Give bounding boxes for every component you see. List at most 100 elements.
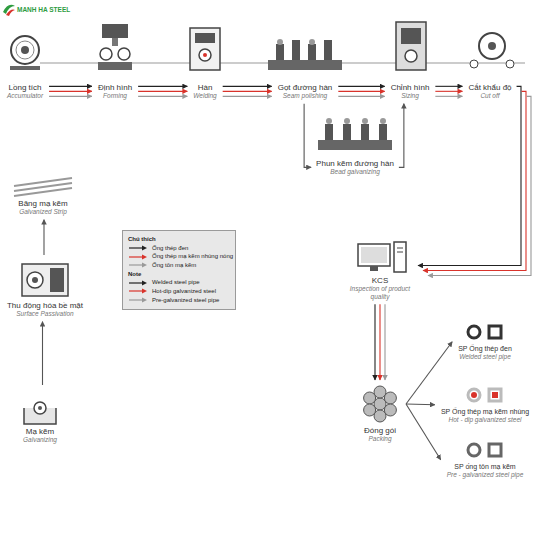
seam-polishing-icon: [308, 44, 316, 60]
process-step: Gọt đường hànSeam polishing: [276, 82, 335, 101]
flow-connector: [338, 91, 384, 92]
step-label: Thu động hóa bề mặt: [7, 301, 83, 310]
step-label: SP Ống thép mạ kẽm nhúng: [441, 408, 529, 416]
legend-line-sample: [142, 280, 147, 285]
step-label: Lồng tích: [7, 83, 43, 92]
step-label-english: Welding: [193, 92, 216, 99]
flow-connector: [423, 91, 526, 270]
forming-icon: [112, 38, 118, 46]
flow-connector: [49, 91, 92, 92]
flow-connector: [406, 404, 435, 406]
legend-line-sample: [129, 247, 143, 248]
pipe-bundle-icon: [364, 386, 397, 422]
bead-galvanizing-icon: [343, 124, 351, 140]
cut-off-icon: [488, 42, 496, 50]
legend-line-sample: [142, 254, 147, 259]
sizing-icon: [405, 50, 417, 62]
bead-galvanizing-icon: [361, 124, 369, 140]
flow-connector: [374, 304, 375, 380]
seam-polishing-icon: [268, 39, 342, 70]
process-step: Cắt khẩu độCut off: [466, 82, 513, 101]
welding-icon: [203, 53, 207, 57]
step-label-english: Galvanizing: [23, 436, 57, 443]
flow-connector: [138, 96, 187, 97]
step-label-english: Accumulator: [7, 92, 43, 99]
legend-text: Hot-dip galvanized steel: [152, 287, 216, 296]
flow-connector: [428, 96, 531, 275]
pre-galvanized-pipe-icon: [468, 444, 501, 456]
step-label-english: Inspection of product quality: [347, 285, 413, 300]
sizing-icon: [396, 22, 426, 70]
passivation-icon: [22, 264, 68, 296]
flow-connector: [138, 86, 187, 96]
process-step: Thu động hóa bề mặtSurface Passivation: [5, 258, 85, 319]
cut-off-icon: [506, 60, 514, 68]
flow-connector: [49, 96, 92, 97]
legend-text: Ống tôn mạ kẽm: [152, 261, 196, 270]
forming-icon: [118, 48, 130, 60]
bead-galvanizing-icon: [318, 118, 392, 150]
computer-icon: [361, 247, 387, 263]
galvanizing-bath-icon: [24, 402, 56, 424]
hot-dip-pipe-icon: [468, 389, 480, 401]
step-label: SP Ống thép đen: [458, 345, 512, 353]
legend-line-sample: [128, 280, 148, 286]
seam-polishing-icon: [309, 39, 315, 45]
legend-line-sample: [129, 300, 143, 301]
step-label: Hàn: [193, 83, 216, 92]
welding-icon: [190, 28, 220, 70]
pipe-bundle-icon: [384, 404, 396, 416]
pipe-bundle-icon: [364, 404, 376, 416]
passivation-icon: [50, 268, 64, 292]
flow-connector: [304, 104, 311, 168]
flow-connector: [406, 403, 435, 405]
step-label: Phun kẽm đường hàn: [316, 159, 394, 168]
flow-connector: [435, 91, 462, 92]
passivation-icon: [22, 264, 68, 296]
process-step: KCSInspection of product quality: [345, 240, 415, 301]
legend-line-sample: [142, 246, 147, 251]
flow-connector: [418, 86, 521, 265]
forming-icon: [100, 48, 112, 60]
flow-connector: [49, 86, 92, 87]
flow-connector: [399, 104, 404, 168]
computer-icon: [397, 248, 403, 249]
legend-line-sample: [129, 265, 143, 266]
computer-icon: [358, 244, 390, 266]
legend-text: Ống thép đen: [152, 244, 188, 253]
legend-row: Ống thép mạ kẽm nhúng nóng: [128, 252, 230, 261]
step-label-english: Packing: [359, 435, 401, 442]
legend-row: Welded steel pipe: [128, 278, 230, 287]
legend-line-sample: [142, 263, 147, 268]
galvanized-strip-icon: [14, 178, 72, 196]
brand-name: MANH HA STEEL: [17, 6, 70, 13]
step-label-english: Sizing: [391, 92, 430, 99]
flow-connector: [138, 91, 187, 92]
flow-connector: [406, 342, 452, 404]
accumulator-icon: [21, 46, 29, 54]
welding-icon: [195, 33, 215, 43]
black-pipe-icon: [489, 326, 501, 338]
cut-off-icon: [470, 60, 478, 68]
legend-line-sample: [142, 298, 147, 303]
forming-icon: [102, 24, 128, 38]
flow-connector: [418, 86, 531, 275]
flow-connector: [384, 304, 385, 380]
galvanized-strip-icon: [14, 188, 72, 196]
flow-connector: [379, 304, 380, 380]
flow-connector: [435, 86, 462, 96]
step-label: Chỉnh hình: [391, 83, 430, 92]
flow-connector: [399, 104, 404, 168]
step-label-english: Galvanized Strip: [18, 208, 67, 215]
bead-galvanizing-icon: [325, 124, 333, 140]
step-label-english: Forming: [98, 92, 132, 99]
pre-galvanized-pipe-icon: [489, 444, 501, 456]
step-label: Gọt đường hàn: [278, 83, 333, 92]
legend-line-sample: [129, 291, 143, 292]
galvanizing-bath-icon: [34, 402, 46, 414]
flow-connector: [304, 104, 311, 168]
legend-line-sample: [129, 282, 143, 283]
seam-polishing-icon: [268, 60, 342, 70]
legend-line-sample: [128, 262, 148, 268]
